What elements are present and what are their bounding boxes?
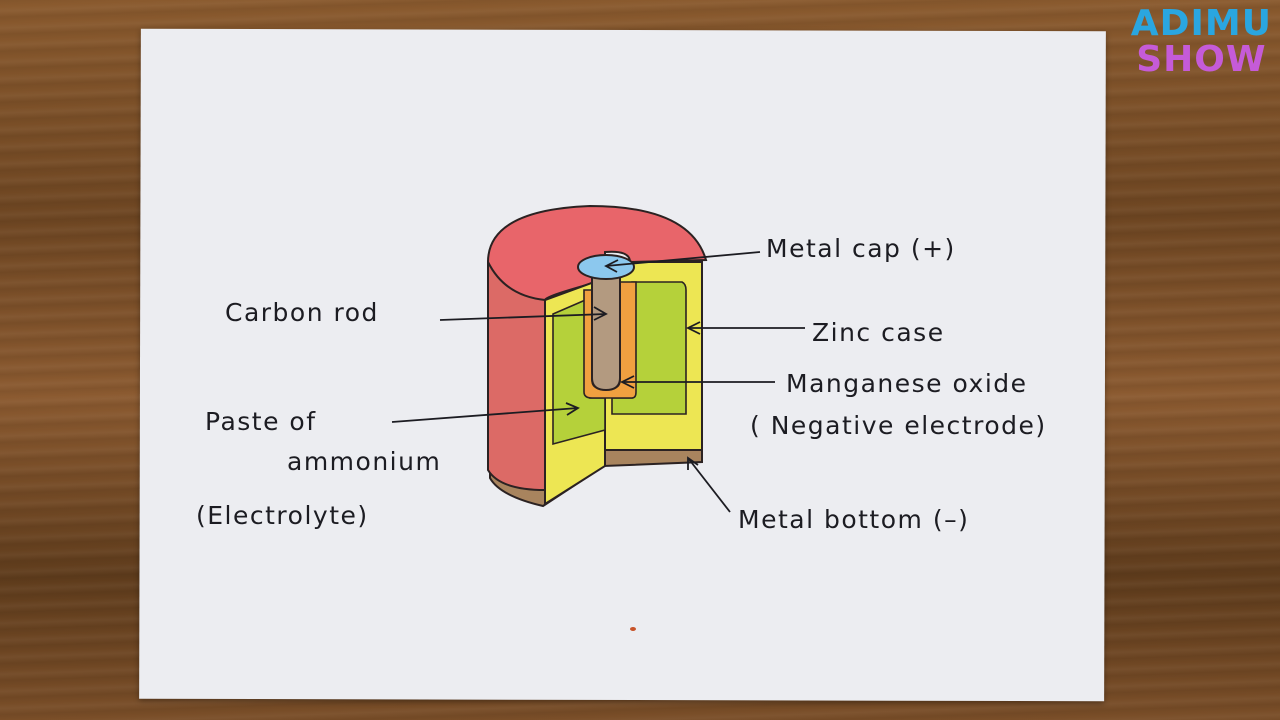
channel-logo: ADIMU SHOW bbox=[1131, 6, 1272, 78]
label-ammonium: ammonium bbox=[287, 447, 441, 476]
logo-line-2: SHOW bbox=[1136, 39, 1267, 80]
paper-speck bbox=[630, 627, 636, 631]
label-metal-cap: Metal cap (+) bbox=[766, 234, 956, 263]
label-metal-bottom: Metal bottom (–) bbox=[738, 505, 969, 534]
label-electrolyte: (Electrolyte) bbox=[196, 501, 369, 530]
label-manganese-oxide: Manganese oxide bbox=[786, 369, 1028, 398]
label-paste-of: Paste of bbox=[205, 407, 317, 436]
inner-green-right bbox=[611, 281, 687, 415]
logo-line-1: ADIMU bbox=[1130, 3, 1272, 44]
label-zinc-case: Zinc case bbox=[812, 318, 945, 347]
carbon-rod bbox=[591, 271, 621, 392]
label-carbon-rod: Carbon rod bbox=[225, 298, 379, 327]
label-negative-electrode: ( Negative electrode) bbox=[750, 411, 1047, 440]
